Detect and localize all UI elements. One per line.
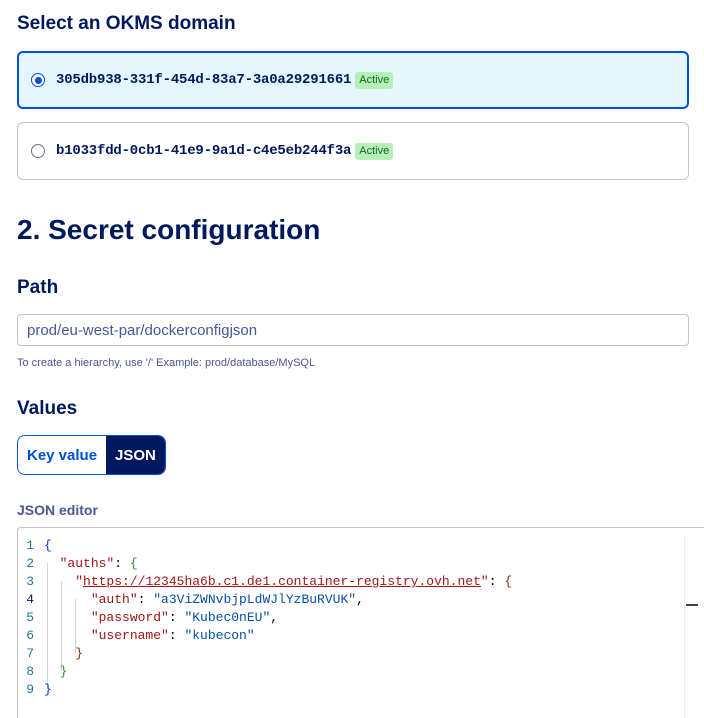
values-mode-toggle: Key value JSON [17, 435, 166, 475]
code-line[interactable]: 7 } [26, 646, 84, 661]
values-label: Values [17, 398, 78, 419]
code-line[interactable]: 9} [26, 682, 52, 697]
code-line[interactable]: 3 "https://12345ha6b.c1.de1.container-re… [26, 574, 513, 589]
domain-id: b1033fdd-0cb1-41e9-9a1d-c4e5eb244f3a [56, 143, 352, 159]
indent-guide [61, 581, 62, 671]
path-input[interactable] [17, 314, 689, 346]
json-tab[interactable]: JSON [106, 436, 165, 474]
path-label: Path [17, 277, 59, 298]
domain-id: 305db938-331f-454d-83a7-3a0a29291661 [56, 72, 352, 88]
json-editor-label: JSON editor [17, 502, 98, 518]
indent-guide [75, 599, 76, 653]
code-line[interactable]: 2 "auths": { [26, 556, 138, 571]
radio-selected-icon[interactable] [31, 73, 45, 87]
radio-unselected-icon[interactable] [31, 144, 45, 158]
json-editor[interactable]: 1{ 2 "auths": { 3 "https://12345ha6b.c1.… [17, 527, 704, 718]
code-line[interactable]: 8 } [26, 664, 68, 679]
registry-url-link: https://12345ha6b.c1.de1.container-regis… [83, 574, 481, 589]
domain-option-2[interactable]: b1033fdd-0cb1-41e9-9a1d-c4e5eb244f3a Act… [17, 122, 689, 180]
indent-guide [47, 563, 48, 689]
secret-configuration-title: 2. Secret configuration [17, 214, 321, 245]
cursor-marker [686, 604, 698, 606]
domain-option-1[interactable]: 305db938-331f-454d-83a7-3a0a29291661 Act… [17, 51, 689, 109]
code-line[interactable]: 1{ [26, 538, 52, 553]
editor-scrollbar[interactable] [684, 537, 704, 718]
status-badge: Active [355, 71, 394, 89]
status-badge: Active [355, 142, 394, 160]
key-value-tab[interactable]: Key value [18, 436, 107, 474]
code-line-current[interactable]: 4 "auth": "a3ViZWNvbjpLdWJlYzBuRVUK", [26, 592, 364, 607]
okms-domain-title: Select an OKMS domain [17, 13, 236, 34]
code-line[interactable]: 5 "password": "Kubec0nEU", [26, 610, 279, 625]
path-hint: To create a hierarchy, use '/' Example: … [17, 357, 316, 369]
code-line[interactable]: 6 "username": "kubecon" [26, 628, 255, 643]
